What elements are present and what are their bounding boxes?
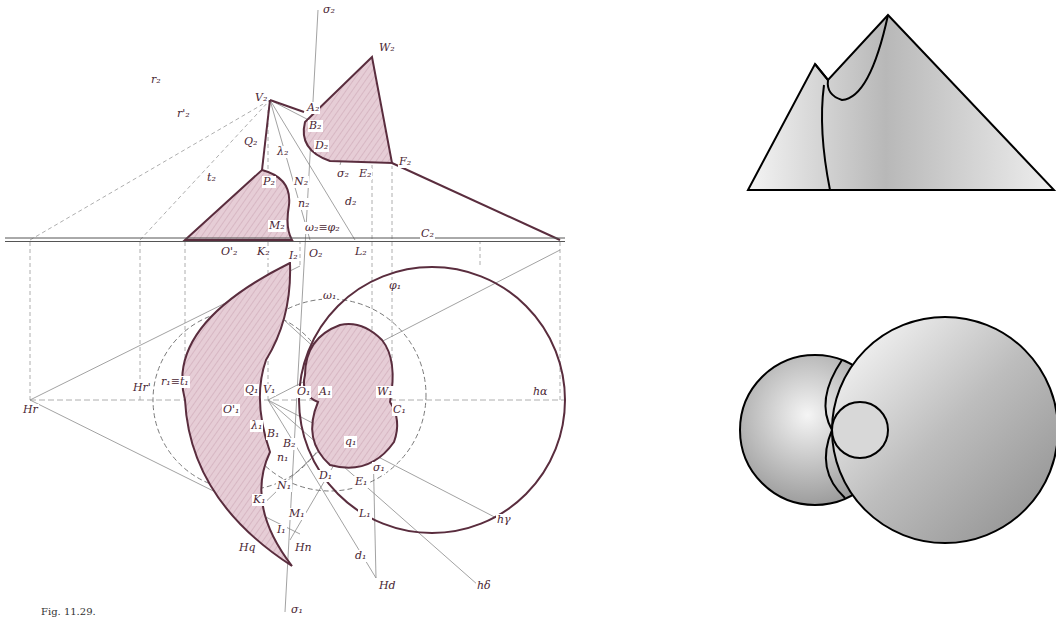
point-label: t₂ (206, 172, 217, 184)
point-label: A₂ (306, 102, 320, 114)
point-label: P₂ (262, 176, 276, 188)
point-label: M₁ (288, 508, 306, 520)
point-label: B₂ (282, 438, 297, 450)
point-label: D₁ (318, 470, 333, 482)
point-label: r'₂ (176, 108, 191, 120)
point-label: N₁ (276, 480, 292, 492)
point-label: σ₁ (290, 604, 304, 616)
point-label: λ₁ (250, 420, 263, 432)
point-label: hα (532, 386, 549, 398)
point-label: W₂ (378, 42, 396, 54)
point-label: V₁ (262, 384, 276, 396)
point-label: N₂ (293, 176, 309, 188)
point-label: L₂ (354, 246, 368, 258)
point-label: Hd (378, 580, 397, 592)
point-label: Hn (294, 542, 313, 554)
point-label: φ₁ (388, 280, 402, 292)
point-label: r₁≡t₁ (160, 376, 190, 388)
point-label: I₁ (276, 524, 287, 536)
point-label: L₁ (358, 508, 372, 520)
point-label: E₁ (354, 476, 368, 488)
point-label: σ₁ (372, 462, 386, 474)
point-label: K₁ (252, 494, 267, 506)
point-label: d₂ (344, 196, 357, 208)
point-label: O'₁ (222, 404, 240, 416)
point-label: M₂ (268, 220, 286, 232)
point-label: C₁ (392, 404, 407, 416)
point-label: B₁ (266, 428, 281, 440)
point-label: Q₂ (243, 136, 258, 148)
point-label: n₁ (276, 452, 290, 464)
point-label: λ₂ (276, 146, 289, 158)
point-label: ω₂≡φ₂ (304, 222, 341, 234)
point-label: O₁ (296, 386, 311, 398)
point-label: σ₂ (322, 4, 336, 16)
point-label: W₁ (376, 386, 394, 398)
point-label: B₂ (308, 120, 323, 132)
point-label: d₁ (354, 550, 367, 562)
point-label: q₁ (344, 436, 357, 448)
point-label: E₂ (358, 168, 372, 180)
point-label: Q₁ (244, 384, 259, 396)
point-label: hγ (496, 514, 512, 526)
point-label: O₂ (308, 248, 323, 260)
point-label: σ₂ (336, 168, 350, 180)
point-label: hδ (476, 580, 492, 592)
point-label: F₂ (398, 156, 412, 168)
point-label: V₂ (254, 92, 268, 104)
point-label: I₂ (288, 250, 299, 262)
point-label: C₂ (420, 228, 435, 240)
point-label: K₂ (256, 246, 271, 258)
point-label: n₂ (297, 198, 311, 210)
figure-caption: Fig. 11.29. (40, 606, 97, 618)
point-label: A₁ (318, 386, 332, 398)
point-label: D₂ (314, 140, 329, 152)
point-label: ω₁ (322, 290, 337, 302)
point-label: Hr' (132, 382, 152, 394)
point-label: O'₂ (220, 246, 238, 258)
point-label: Hq (238, 542, 257, 554)
point-label: r₂ (150, 74, 162, 86)
point-label: Hr (22, 404, 39, 416)
